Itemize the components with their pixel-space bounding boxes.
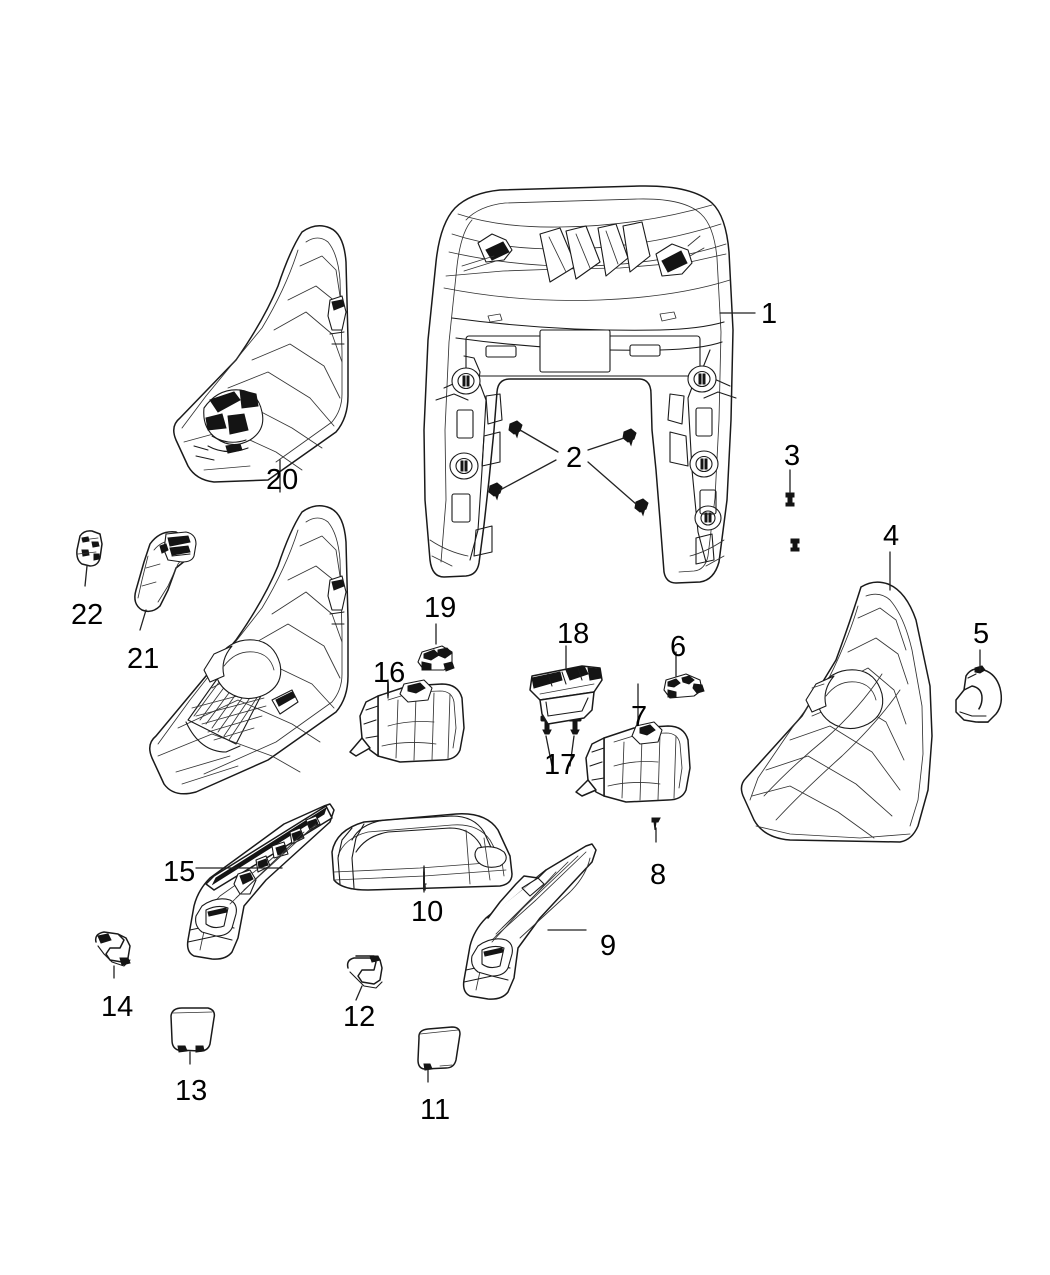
- part-20-cushion-shield-lower: [149, 505, 349, 795]
- callout-label-8: 8: [650, 859, 667, 891]
- callout-label-2: 2: [566, 442, 583, 474]
- callout-label-20: 20: [266, 464, 299, 496]
- part-15-track-cover-left: [186, 803, 335, 960]
- part-4-cushion-side-shield: [740, 551, 933, 843]
- callout-label-9: 9: [600, 930, 617, 962]
- callout-label-1: 1: [761, 298, 778, 330]
- callout-label-15: 15: [163, 856, 196, 888]
- callout-label-17: 17: [544, 749, 577, 781]
- part-20-cushion-shield-upper: [173, 225, 349, 493]
- part-7-recliner-bezel-right: [575, 683, 691, 803]
- callout-label-6: 6: [670, 631, 687, 663]
- part-2-push-pin-retainers: [488, 420, 649, 517]
- callout-label-18: 18: [557, 618, 590, 650]
- part-22-handle-bezel-cap: [76, 530, 103, 587]
- callout-label-3: 3: [784, 440, 801, 472]
- callout-label-22: 22: [71, 599, 104, 631]
- callout-label-10: 10: [411, 896, 444, 928]
- part-9-track-cover-right: [462, 843, 597, 1000]
- part-10-armrest-cover: [331, 813, 513, 893]
- callout-label-4: 4: [883, 520, 900, 552]
- part-6-clip: [663, 651, 705, 699]
- callout-label-19: 19: [424, 592, 457, 624]
- part-5-retainer-clip: [955, 649, 1003, 723]
- part-14-retainer-clip: [94, 931, 131, 979]
- part-1-seat-back-panel-trim: [423, 185, 756, 584]
- part-8-screw: [651, 817, 661, 843]
- callout-label-7: 7: [631, 701, 648, 733]
- part-12-retainer-clip: [346, 955, 383, 1001]
- callout-label-16: 16: [373, 657, 406, 689]
- callout-label-5: 5: [973, 618, 990, 650]
- part-3-screws: [785, 469, 800, 552]
- callout-label-12: 12: [343, 1001, 376, 1033]
- callout-label-13: 13: [175, 1075, 208, 1107]
- part-21-recliner-handle: [134, 531, 197, 631]
- part-11-cap-cover: [417, 1026, 461, 1083]
- part-16-recliner-bezel-left: [349, 679, 465, 763]
- part-13-cap-cover: [170, 1007, 216, 1065]
- callout-label-14: 14: [101, 991, 134, 1023]
- part-18-seat-switch-bezel: [529, 645, 603, 725]
- part-19-clip: [417, 623, 455, 672]
- callout-label-21: 21: [127, 643, 160, 675]
- callout-label-11: 11: [420, 1094, 451, 1126]
